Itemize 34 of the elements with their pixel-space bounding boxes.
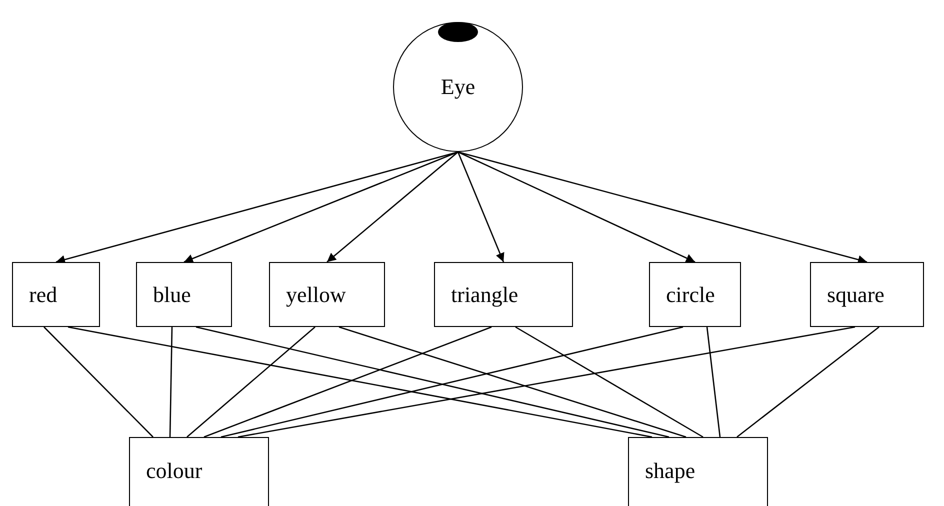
feature-box (136, 262, 232, 327)
eye-circle (393, 22, 523, 152)
feature-box (649, 262, 741, 327)
connector-line (204, 326, 492, 438)
arrow (458, 151, 696, 263)
connector-line (515, 326, 704, 438)
node-label: square (827, 282, 884, 308)
connector-line (706, 326, 721, 438)
connector-line (169, 326, 173, 438)
connector-line (68, 326, 652, 438)
node-label: blue (153, 282, 191, 308)
node-label: circle (666, 282, 715, 308)
category-box (129, 437, 269, 506)
node-label: shape (645, 458, 696, 484)
feature-box (269, 262, 385, 327)
connector-line (44, 326, 154, 438)
arrow (457, 152, 504, 262)
node-label: red (29, 282, 58, 308)
category-box (628, 437, 768, 506)
connector-line (736, 326, 880, 438)
feature-box (434, 262, 573, 327)
node-label: colour (146, 458, 202, 484)
arrow (458, 151, 868, 264)
connector-line (186, 326, 316, 438)
node-label: triangle (451, 282, 518, 308)
arrow (56, 151, 458, 264)
node-label: yellow (286, 282, 346, 308)
feature-box (810, 262, 924, 327)
connector-line (238, 326, 856, 438)
feature-box (12, 262, 100, 327)
connector-line (338, 326, 686, 438)
arrow (184, 151, 458, 263)
arrow (326, 152, 458, 262)
node-label: Eye (440, 74, 476, 100)
